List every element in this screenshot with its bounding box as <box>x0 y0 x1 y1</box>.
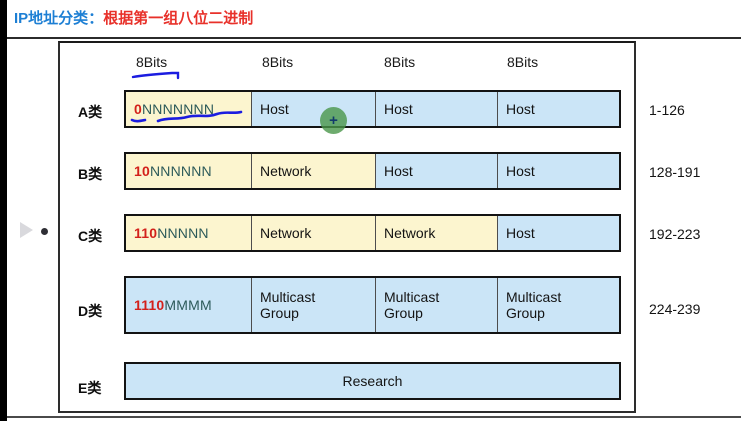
class-label-e: E类 <box>78 380 102 396</box>
page-title: IP地址分类：根据第一组八位二进制 <box>14 6 654 32</box>
range-label-c: 192-223 <box>649 226 701 242</box>
cell-d-bits: 1110MMMM <box>126 278 252 332</box>
page-title-colon: ： <box>88 10 104 27</box>
cell-b-4: Host <box>498 154 619 188</box>
bottom-divider <box>7 416 741 418</box>
cell-a-2: Host <box>252 92 376 126</box>
table-row-a: 0NNNNNNN Host Host Host <box>124 90 621 128</box>
title-divider <box>7 37 741 39</box>
bits-prefix-c: 110 <box>134 225 158 241</box>
bits-rest-c: NNNNN <box>157 225 209 241</box>
range-label-d: 224-239 <box>649 301 701 317</box>
class-label-d: D类 <box>78 303 103 319</box>
cell-b-3: Host <box>376 154 498 188</box>
table-row-b: 10NNNNNN Network Host Host <box>124 152 621 190</box>
cursor-plus-icon: + <box>329 112 338 129</box>
cell-b-2: Network <box>252 154 376 188</box>
bits-prefix-b: 10 <box>134 163 150 179</box>
cell-d-2-line1: Multicast <box>260 288 316 305</box>
class-label-b: B类 <box>78 166 103 182</box>
bits-header-1: 8Bits <box>136 54 168 70</box>
table-row-e: Research <box>124 362 621 400</box>
bits-header-4: 8Bits <box>507 54 539 70</box>
page-title-description: 根据第一组八位二进制 <box>103 10 254 27</box>
cell-d-3-line1: Multicast <box>384 288 440 305</box>
cell-d-3-line2: Group <box>384 305 423 321</box>
cursor-highlight: + <box>320 107 347 134</box>
page-title-label: IP地址分类 <box>14 10 89 27</box>
play-triangle-icon <box>20 222 33 238</box>
cell-d-4-line1: Multicast <box>506 288 562 305</box>
cell-c-bits: 110NNNNN <box>126 216 252 250</box>
class-label-c: C类 <box>78 228 103 244</box>
bits-header-2: 8Bits <box>262 54 294 70</box>
cell-d-4-line2: Group <box>506 305 545 321</box>
cell-c-4: Host <box>498 216 619 250</box>
bits-rest-b: NNNNNN <box>149 163 212 179</box>
cell-c-3: Network <box>376 216 498 250</box>
cell-e-research: Research <box>126 364 619 398</box>
bullet-dot-icon <box>41 228 48 235</box>
film-strip <box>0 0 7 421</box>
cell-a-bits: 0NNNNNNN <box>126 92 252 126</box>
cell-d-2-line2: Group <box>260 305 299 321</box>
bits-header-3: 8Bits <box>384 54 416 70</box>
bits-rest-a: NNNNNNN <box>142 101 215 117</box>
bits-prefix-d: 1110 <box>134 297 165 313</box>
cell-b-bits: 10NNNNNN <box>126 154 252 188</box>
class-label-a: A类 <box>78 104 103 120</box>
bits-rest-d: MMMM <box>164 297 212 313</box>
cell-c-2: Network <box>252 216 376 250</box>
bits-prefix-a: 0 <box>134 101 142 117</box>
cell-a-3: Host <box>376 92 498 126</box>
range-label-b: 128-191 <box>649 164 701 180</box>
cell-a-4: Host <box>498 92 619 126</box>
table-row-c: 110NNNNN Network Network Host <box>124 214 621 252</box>
range-label-a: 1-126 <box>649 102 685 118</box>
